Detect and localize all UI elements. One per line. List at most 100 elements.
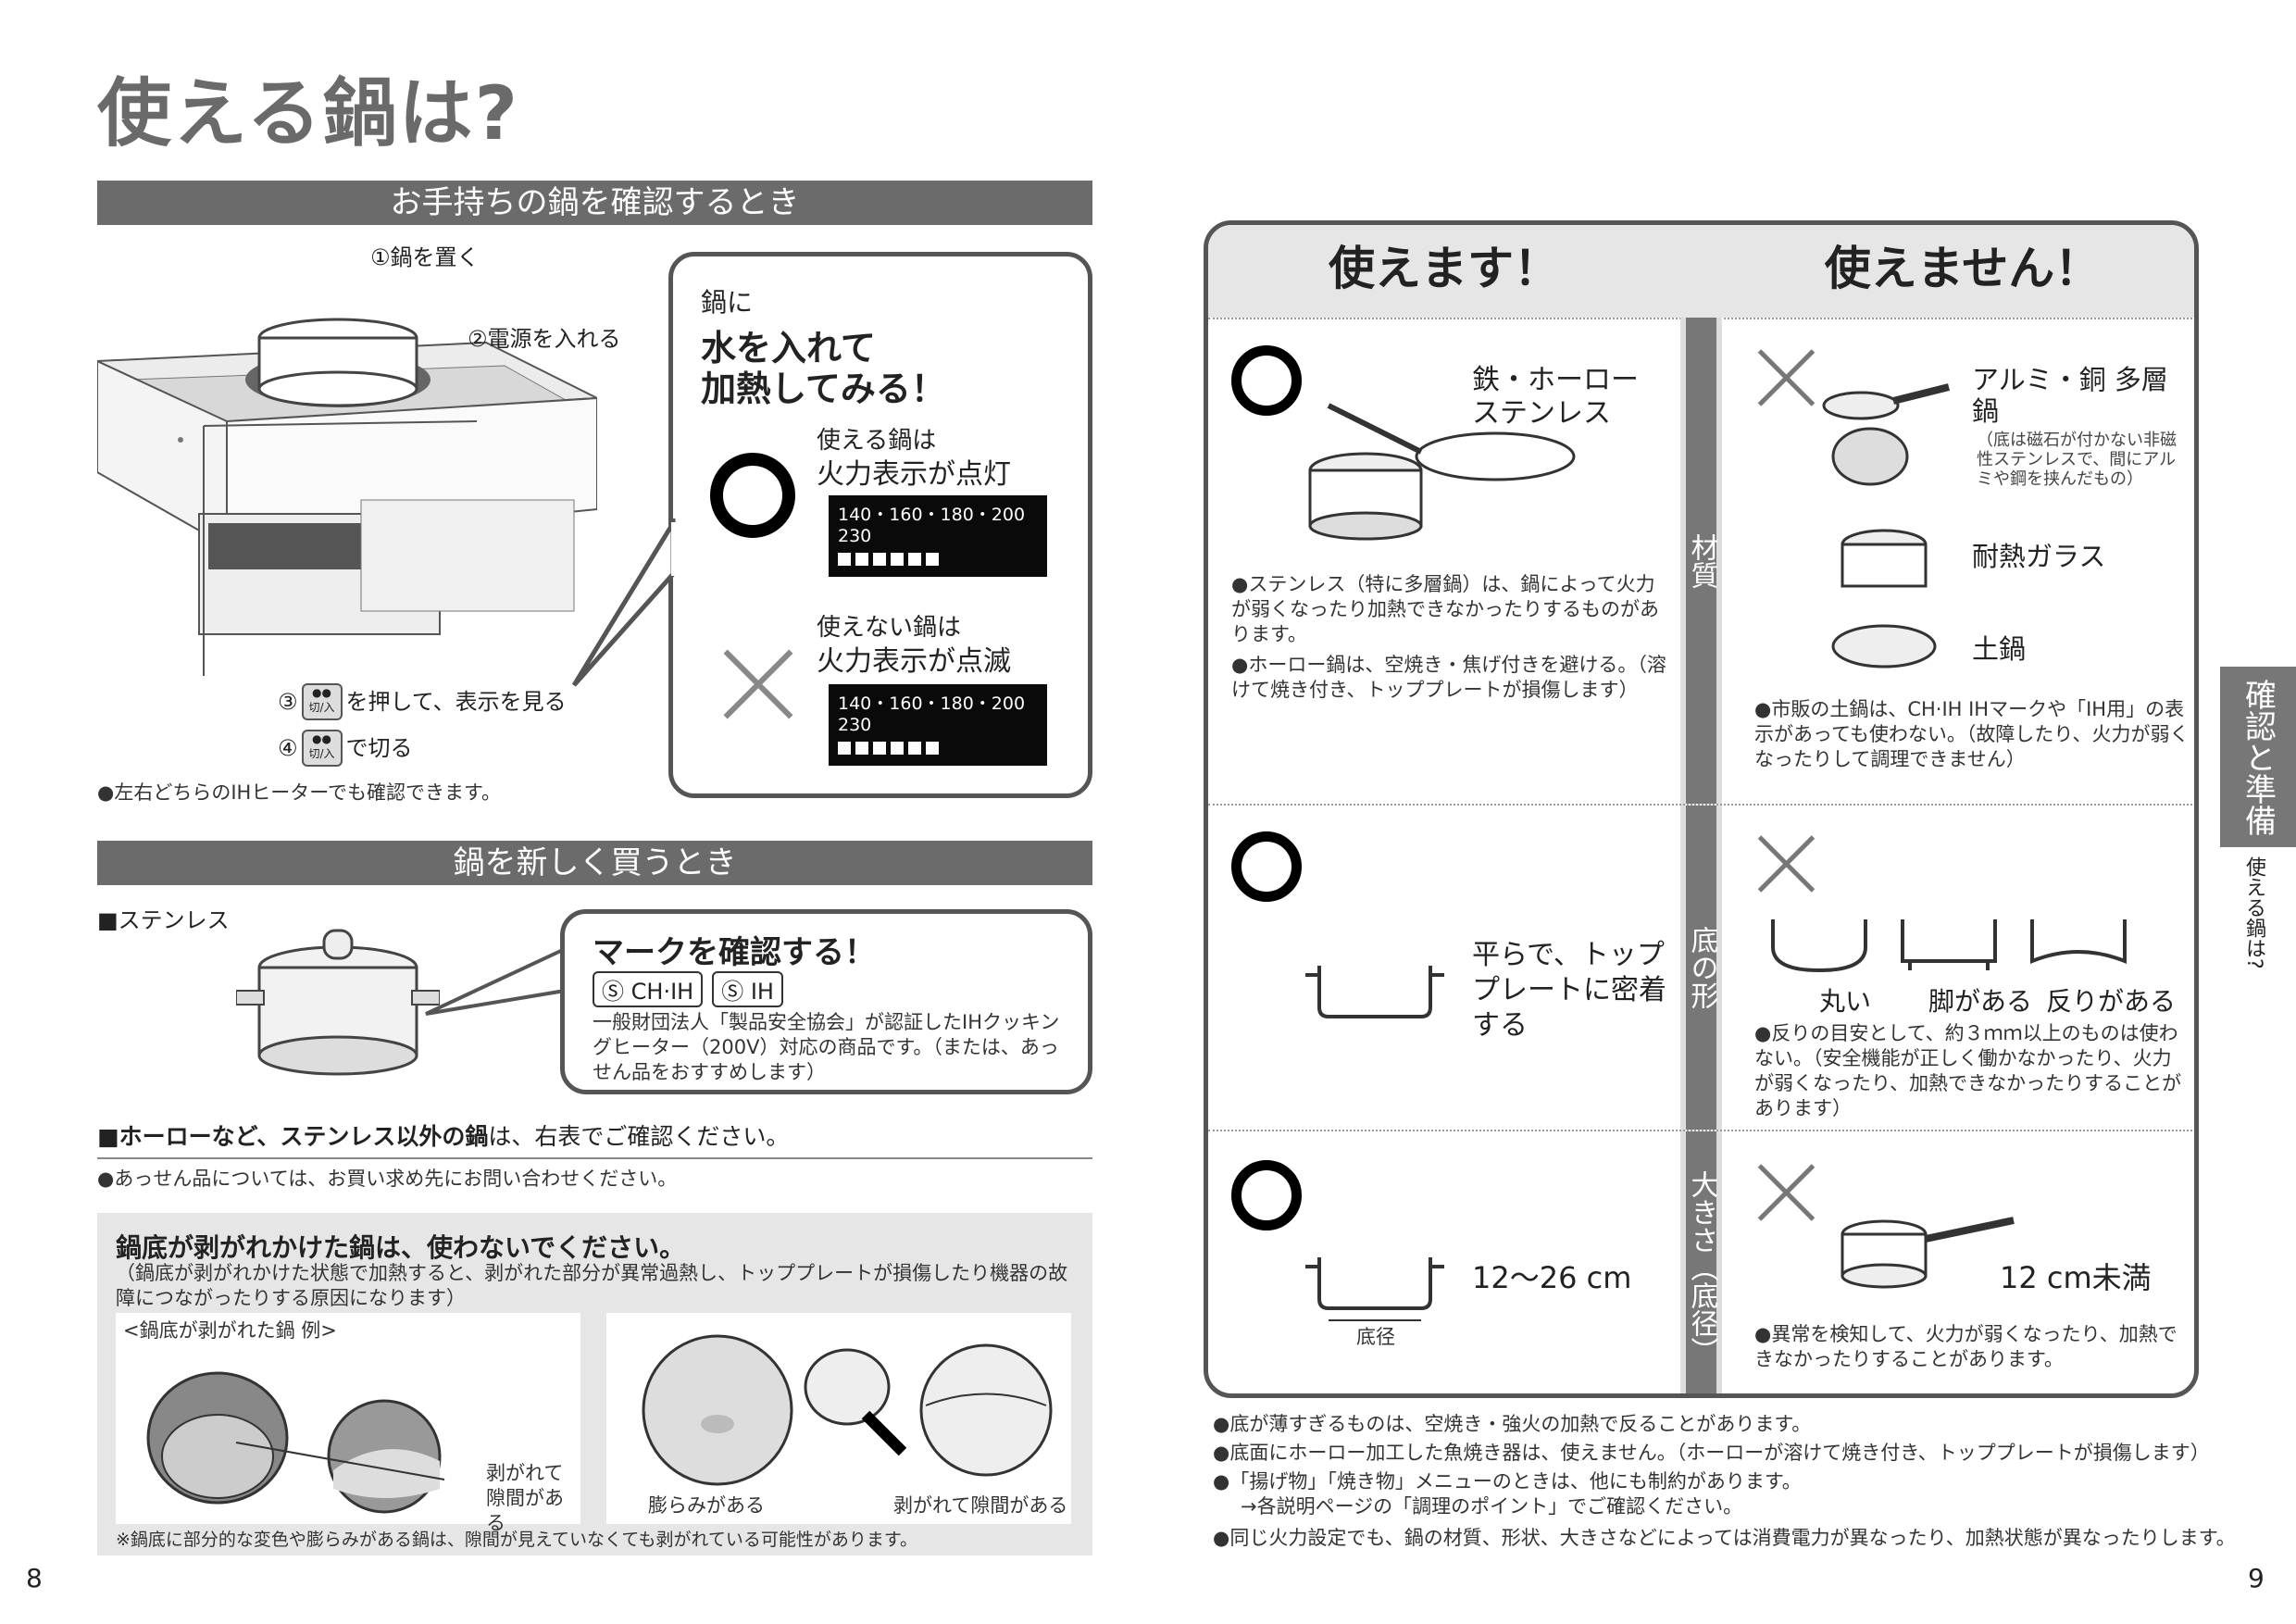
ih-marks: Ⓢ CH·IH Ⓢ IH [593,971,783,1007]
enamel-note-bold: ■ホーローなど、ステンレス以外の鍋 [97,1123,489,1150]
ok-line-1: 使える鍋は [817,427,937,455]
example-right: 膨らみがある 剥がれて隙間がある [606,1313,1071,1524]
page-number-left: 8 [26,1563,43,1593]
step-4-number: ④ [278,735,298,761]
material-ok-text: 鉄・ホーロー ステンレス [1472,364,1639,430]
ok-line-2: 火力表示が点灯 [817,458,1011,491]
page-title: 使える鍋は? [97,70,520,156]
note-referral-product: ●あっせん品については、お買い求め先にお問い合わせください。 [97,1168,678,1190]
ok-circle-icon [1231,831,1302,902]
peel-label-1: 剥がれて隙間がある [486,1462,564,1534]
step-2-label: ②電源を入れる [468,326,621,352]
bad-bottom-shapes-illustration [1771,919,2127,973]
ok-circle-icon [1231,1160,1302,1230]
stainless-label: ■ステンレス [97,907,230,933]
ng-cross-icon [1754,831,1819,896]
note-both-heaters: ●左右どちらのIHヒーターでも確認できます。 [97,781,501,804]
warning-box: 鍋底が剥がれかけた鍋は、使わないでください。 （鍋底が剥がれかけた状態で加熱する… [97,1213,1092,1555]
foot-note-5: ●同じ火力設定でも、鍋の材質、形状、大きさなどによっては消費電力が異なったり、加… [1213,1527,2236,1549]
material-ng-note: ●市販の土鍋は、CH·IH IHマークや「IH用」の表示があっても使わない。（故… [1754,698,2190,770]
ng-item-glass: 耐熱ガラス [1972,541,2106,572]
heat-test-bubble: 鍋に 水を入れて 加熱してみる！ 使える鍋は 火力表示が点灯 140・160・1… [668,252,1092,798]
size-ng-note: ●異常を検知して、火力が弱くなったり、加熱できなかったりすることがあります。 [1754,1323,2177,1370]
power-key-label: 切/入 [308,747,335,760]
bulged-bottom-illustration [642,1334,1053,1486]
ng-line-1: 使えない鍋は [817,614,962,642]
row-label-shape: 底の形 [1686,806,1718,1130]
display-blinking: 140・160・180・200 230 とろ火 1 2 3 4 5 6 7 8 [829,684,1047,787]
bubble-line-3: 加熱してみる！ [701,369,946,409]
ng-item-clay: 土鍋 [1972,633,2027,665]
foot-note-3: ●「揚げ物」「焼き物」メニューのときは、他にも制約があります。 [1213,1470,1802,1493]
row-divider-2 [1208,1130,2194,1131]
mark-title: マークを確認する！ [593,934,876,971]
power-key-label: 切/入 [308,701,335,714]
warning-text: （鍋底が剥がれかけた状態で加熱すると、剥がれた部分が異常過熱し、トッププレートが… [116,1262,1068,1309]
example-label: <鍋底が剥がれた鍋 例> [123,1319,337,1342]
step-3: ③ ●●切/入 を押して、表示を見る [278,683,567,720]
chapter-subtab: 使える鍋は? [2242,856,2265,969]
bubble-line-1: 鍋に [701,287,754,318]
display-scale: とろ火 1 2 3 4 5 6 7 8 [838,767,1026,787]
shape-ok-text: 平らで、トッププレートに密着する [1472,939,1666,1042]
compatibility-table: 使えます！ 使えません！ 材質 鉄・ホーロー ステンレス ●ステンレス（特に多層… [1204,220,2199,1398]
power-key-icon: ●●切/入 [301,730,343,767]
column-gap-left [1680,318,1686,1393]
mark-ch-ih: Ⓢ CH·IH [593,971,704,1007]
step-3-number: ③ [278,689,298,715]
cannot-use-header: 使えません！ [1722,225,2194,318]
step-1-label: ①鍋を置く [370,244,480,270]
foot-note-2: ●底面にホーロー加工した魚焼き器は、使えません。（ホーローが溶けて焼き付き、トッ… [1213,1442,2210,1464]
power-key-icon: ●●切/入 [301,683,343,720]
mark-description: 一般財団法人「製品安全協会」が認証したIHクッキングヒーター（200V）対応の商… [593,1011,1060,1083]
row-label-material: 材質 [1686,318,1718,804]
section-header-new-pot: 鍋を新しく買うとき [97,841,1092,885]
bubble-tail [571,518,676,687]
mark-pointer [425,945,567,1016]
mark-ih-text: IH [750,979,774,1005]
unusable-materials-illustration [1822,383,1950,668]
mark-ch-ih-text: CH·IH [630,979,694,1005]
step-3-label: を押して、表示を見る [345,689,567,715]
ng-item-legs: 脚がある [1928,986,2033,1017]
material-ok-note-1: ●ステンレス（特に多層鍋）は、鍋によって火力が弱くなったり加熱できなかったりする… [1231,573,1659,645]
ok-circle-icon [710,453,795,538]
peel-label-2: 剥がれて隙間がある [893,1494,1068,1517]
size-ok-text: 12〜26 cm [1472,1260,1632,1295]
foot-note-1: ●底が薄すぎるものは、空焼き・強火の加熱で反ることがあります。 [1213,1413,1812,1435]
ok-circle-icon [1231,345,1302,416]
peeled-pot-illustration [146,1371,445,1514]
enamel-note: ■ホーローなど、ステンレス以外の鍋は、右表でご確認ください。 [97,1118,789,1152]
mark-check-bubble: マークを確認する！ Ⓢ CH·IH Ⓢ IH 一般財団法人「製品安全協会」が認証… [560,909,1092,1094]
row-divider-1 [1208,804,2194,806]
ng-cross-icon [1754,345,1819,410]
bulge-label: 膨らみがある [648,1494,765,1517]
step-4: ④ ●●切/入 で切る [278,730,413,767]
warning-footnote: ※鍋底に部分的な変色や膨らみがある鍋は、隙間が見えていなくても剥がれている可能性… [116,1530,917,1550]
base-diameter-label: 底径 [1356,1326,1395,1348]
stainless-pot-illustration [236,929,440,1076]
warning-title: 鍋底が剥がれかけた鍋は、使わないでください。 [116,1232,686,1263]
material-ok-note-2: ●ホーロー鍋は、空焼き・焦げ付きを避ける。（溶けて焼き付き、トッププレートが損傷… [1231,654,1666,701]
column-gap-right [1716,318,1722,1393]
shape-ng-note: ●反りの目安として、約３ｍｍ以上のものは使わない。（安全機能が正しく働かなかった… [1754,1022,2182,1119]
chapter-tab: 確認と準備 [2220,667,2296,847]
ng-cross-icon [1754,1160,1819,1225]
bubble-line-2: 水を入れて [701,328,876,369]
example-left: <鍋底が剥がれた鍋 例> 剥がれて隙間がある [116,1313,580,1534]
display-temps: 140・160・180・200 230 [838,505,1026,546]
ng-cross-icon [719,645,797,723]
enamel-note-rest: は、右表でご確認ください。 [488,1123,790,1150]
iron-pan-pot-illustration [1308,403,1576,541]
small-pot-illustration [1841,1217,2015,1289]
flat-bottom-pot-illustration [1305,966,1444,1018]
ng-item-warped: 反りがある [2046,986,2177,1017]
page-number-right: 9 [2248,1563,2265,1593]
display-lit: 140・160・180・200 230 とろ火 1 2 3 4 5 6 7 8 [829,495,1047,598]
foot-note-4: →各説明ページの「調理のポイント」でご確認ください。 [1241,1495,1743,1518]
divider [97,1157,1092,1159]
ng-item-round: 丸い [1819,986,1872,1017]
cooktop-illustration [97,318,597,676]
header-spacer [1680,225,1722,318]
ng-item-aluminum: アルミ・銅 多層鍋 [1972,364,2168,427]
